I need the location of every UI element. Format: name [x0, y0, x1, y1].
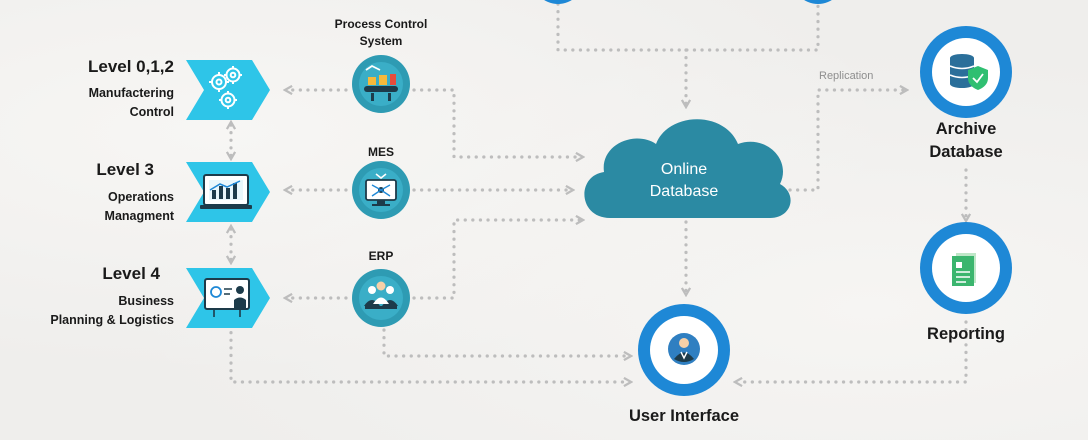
connector-reporting-to-ui	[738, 320, 968, 382]
level-4-subtitle-line2: Planning & Logistics	[50, 313, 174, 327]
user-avatar-icon	[668, 333, 700, 365]
archive-database-label-line1: Archive	[935, 120, 997, 138]
connector-lines	[229, 2, 968, 382]
level-012-title: Level 0,1,2	[87, 57, 174, 76]
connector-erp-to-ui	[382, 328, 628, 356]
replication-label: Replication	[819, 70, 874, 82]
user-interface-label: User Interface	[628, 407, 740, 425]
connector-pcs-to-cloud	[412, 88, 580, 157]
database-shield-icon	[949, 54, 988, 90]
conveyor-factory-icon	[364, 64, 398, 101]
level-012-subtitle-line1: Manufactering	[88, 86, 174, 100]
offscreen-node-left	[544, 0, 572, 4]
level-3-title: Level 3	[96, 160, 154, 179]
pcs-label-line1: Process Control	[334, 17, 428, 31]
connector-level4-to-ui	[229, 323, 628, 382]
reporting-label: Reporting	[927, 325, 1005, 343]
workers-meeting-icon	[364, 281, 398, 309]
connector-replication	[788, 90, 904, 192]
erp-label: ERP	[368, 249, 394, 263]
monitor-chart-icon	[200, 174, 252, 209]
level-banner-012	[186, 60, 270, 120]
mes-label: MES	[367, 145, 394, 159]
level-3-subtitle-line1: Operations	[108, 190, 174, 204]
online-database-label-line2: Database	[649, 183, 719, 200]
online-database-label-line1: Online	[660, 161, 708, 178]
top-offscreen-nodes	[544, 0, 832, 4]
presentation-board-icon	[204, 278, 250, 317]
report-document-icon	[952, 253, 976, 286]
cloud-icon	[584, 119, 791, 218]
level-012-subtitle-line2: Control	[129, 105, 174, 119]
pcs-label-line2: System	[359, 34, 403, 48]
level-4-subtitle-line1: Business	[118, 294, 174, 308]
level-4-title: Level 4	[102, 264, 160, 283]
monitor-network-icon	[365, 173, 397, 206]
connector-top-bracket	[556, 2, 820, 52]
level-3-subtitle-line2: Managment	[104, 209, 174, 223]
offscreen-node-right	[804, 0, 832, 4]
archive-database-label-line2: Database	[929, 143, 1003, 161]
gears-icon	[209, 66, 242, 109]
connector-erp-to-cloud	[412, 220, 580, 300]
